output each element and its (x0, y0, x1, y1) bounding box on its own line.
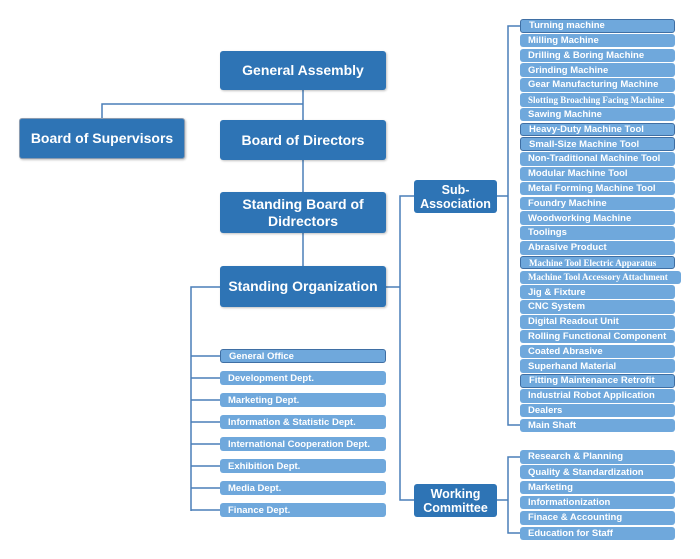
sub-association-item[interactable]: Non-Traditional Machine Tool (520, 152, 675, 166)
sub-association-item[interactable]: Dealers (520, 403, 675, 418)
sub-association-item-label: Non-Traditional Machine Tool (528, 153, 661, 165)
sub-association-item[interactable]: Woodworking Machine (520, 211, 675, 225)
sub-association-item-label: Machine Tool Electric Apparatus (529, 257, 657, 268)
sub-association-item-label: Grinding Machine (528, 64, 609, 76)
department-item[interactable]: General Office (220, 349, 386, 363)
sub-association-item-label: Drilling & Boring Machine (528, 49, 645, 61)
sub-association-item-label: Main Shaft (528, 419, 577, 431)
sub-association-item[interactable]: Heavy-Duty Machine Tool (520, 122, 675, 137)
sub-association-item[interactable]: Modular Machine Tool (520, 167, 675, 181)
department-item[interactable]: Exhibition Dept. (220, 459, 386, 473)
sub-association-item-label: Coated Abrasive (528, 345, 603, 357)
working-committee-item-label: Quality & Standardization (528, 466, 644, 478)
working-committee-item[interactable]: Informationization (520, 495, 675, 510)
sub-association-item-label: Gear Manufacturing Machine (528, 79, 659, 91)
standing-organization-label: Standing Organization (228, 278, 378, 294)
sub-association-item[interactable]: Foundry Machine (520, 196, 675, 211)
working-committee-item-label: Marketing (528, 481, 573, 493)
sub-association-item[interactable]: Turning machine (520, 19, 675, 33)
sub-association-item-label: Small-Size Machine Tool (529, 138, 640, 150)
department-item[interactable]: Development Dept. (220, 371, 386, 385)
sub-association-item[interactable]: Grinding Machine (520, 63, 675, 77)
working-committee-item[interactable]: Quality & Standardization (520, 465, 675, 479)
sub-association-item-label: Slotting Broaching Facing Machine (528, 94, 665, 105)
sub-association-item-label: Toolings (528, 227, 567, 239)
sub-association-item-label: Fitting Maintenance Retrofit (529, 375, 655, 387)
sub-association-label: Sub-Association (420, 182, 491, 211)
sub-association-item[interactable]: Milling Machine (520, 33, 675, 48)
department-item-label: International Cooperation Dept. (228, 438, 370, 450)
sub-association-item-label: Machine Tool Accessory Attachment (528, 272, 668, 283)
department-item-label: Media Dept. (228, 482, 282, 494)
sub-association-item-label: Foundry Machine (528, 197, 607, 209)
sub-association-item[interactable]: Machine Tool Accessory Attachment (520, 270, 681, 285)
sub-association-item[interactable]: Fitting Maintenance Retrofit (520, 374, 675, 388)
sub-association-item-label: Metal Forming Machine Tool (528, 183, 656, 195)
board-of-directors-label: Board of Directors (241, 131, 365, 148)
standing-organization-box[interactable]: Standing Organization (220, 266, 386, 307)
working-committee-item[interactable]: Finace & Accounting (520, 511, 675, 525)
board-of-directors-box[interactable]: Board of Directors (220, 120, 386, 160)
standing-board-box[interactable]: Standing Board of Didrectors (220, 192, 386, 233)
general-assembly-label: General Assembly (242, 62, 364, 78)
working-committee-item-label: Education for Staff (528, 527, 613, 539)
sub-association-item-label: Superhand Material (528, 360, 617, 372)
working-committee-label: Working Committee (423, 486, 488, 515)
sub-association-item-label: Industrial Robot Application (528, 390, 655, 402)
sub-association-item[interactable]: Sawing Machine (520, 107, 675, 122)
sub-association-item-label: Dealers (528, 405, 563, 417)
board-of-supervisors-box[interactable]: Board of Supervisors (19, 118, 185, 159)
sub-association-item[interactable]: Main Shaft (520, 418, 675, 433)
sub-association-item[interactable]: Small-Size Machine Tool (520, 137, 675, 151)
sub-association-item-label: Abrasive Product (528, 242, 607, 254)
department-item-label: General Office (229, 350, 294, 362)
sub-association-item[interactable]: Toolings (520, 226, 675, 240)
sub-association-item[interactable]: Machine Tool Electric Apparatus (520, 255, 675, 270)
sub-association-item[interactable]: Gear Manufacturing Machine (520, 78, 675, 92)
working-committee-item[interactable]: Marketing (520, 480, 675, 495)
department-item[interactable]: Media Dept. (220, 481, 386, 495)
department-item-label: Marketing Dept. (228, 394, 300, 406)
working-committee-item[interactable]: Research & Planning (520, 450, 675, 464)
department-item[interactable]: Marketing Dept. (220, 393, 386, 407)
sub-association-item[interactable]: Drilling & Boring Machine (520, 48, 675, 63)
working-committee-item-label: Finace & Accounting (528, 512, 623, 524)
department-item-label: Exhibition Dept. (228, 460, 301, 472)
working-committee-item-label: Research & Planning (528, 451, 624, 463)
working-committee-item[interactable]: Education for Staff (520, 526, 675, 540)
sub-association-item-label: Milling Machine (528, 35, 599, 47)
general-assembly-box[interactable]: General Assembly (220, 51, 386, 90)
sub-association-item[interactable]: Metal Forming Machine Tool (520, 181, 675, 196)
sub-association-item-label: Rolling Functional Component (528, 331, 667, 343)
working-committee-item-label: Informationization (528, 497, 611, 509)
sub-association-item-label: Heavy-Duty Machine Tool (529, 123, 644, 135)
sub-association-item[interactable]: Rolling Functional Component (520, 329, 675, 344)
sub-association-item[interactable]: CNC System (520, 300, 675, 314)
sub-association-box[interactable]: Sub-Association (414, 180, 497, 213)
sub-association-item-label: Woodworking Machine (528, 212, 632, 224)
department-item[interactable]: Finance Dept. (220, 503, 386, 517)
sub-association-item[interactable]: Slotting Broaching Facing Machine (520, 93, 675, 107)
standing-board-label: Standing Board of Didrectors (242, 195, 364, 229)
sub-association-item[interactable]: Coated Abrasive (520, 344, 675, 359)
sub-association-item-label: Sawing Machine (528, 109, 602, 121)
sub-association-item[interactable]: Industrial Robot Application (520, 389, 675, 403)
sub-association-item[interactable]: Jig & Fixture (520, 285, 675, 299)
department-item[interactable]: Information & Statistic Dept. (220, 415, 386, 429)
department-item-label: Finance Dept. (228, 504, 291, 516)
working-committee-box[interactable]: Working Committee (414, 484, 497, 517)
sub-association-item-label: Modular Machine Tool (528, 168, 628, 180)
sub-association-item-label: Digital Readout Unit (528, 316, 619, 328)
board-of-supervisors-label: Board of Supervisors (30, 130, 174, 146)
sub-association-item[interactable]: Digital Readout Unit (520, 315, 675, 329)
sub-association-item-label: Turning machine (529, 20, 605, 32)
sub-association-item-label: CNC System (528, 301, 586, 313)
sub-association-item-label: Jig & Fixture (528, 286, 586, 298)
sub-association-item[interactable]: Superhand Material (520, 359, 675, 373)
sub-association-item[interactable]: Abrasive Product (520, 241, 675, 255)
department-item-label: Development Dept. (228, 372, 315, 384)
department-item[interactable]: International Cooperation Dept. (220, 437, 386, 451)
department-item-label: Information & Statistic Dept. (228, 416, 356, 428)
